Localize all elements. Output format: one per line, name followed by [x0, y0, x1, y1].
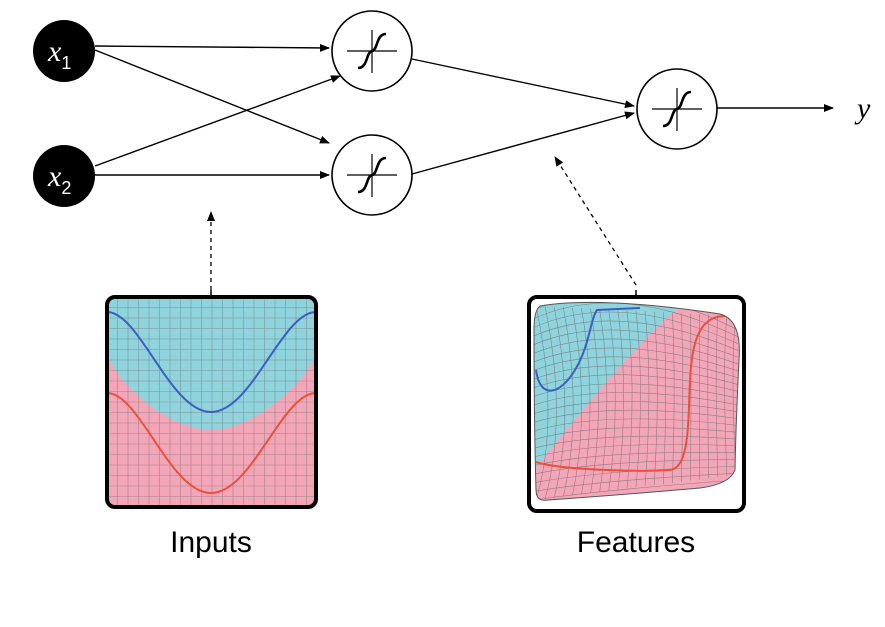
features-curve-red	[535, 315, 726, 472]
svg-text:x1: x1	[47, 35, 71, 73]
svg-text:x2: x2	[47, 160, 71, 198]
input-node-x1: x1	[33, 20, 95, 82]
inputs-curve-red	[107, 392, 316, 495]
input-x1-label: x	[47, 35, 62, 68]
features-curve-blue	[535, 307, 641, 392]
output-neuron	[636, 68, 718, 150]
features-caption: Features	[577, 526, 695, 559]
features-blue-region	[534, 302, 690, 470]
inputs-caption: Inputs	[170, 526, 252, 559]
edge-x1-h1	[94, 43, 330, 52]
inputs-panel	[105, 295, 318, 509]
input-x2-subscript: 2	[61, 178, 71, 198]
edge-h2-out	[411, 111, 635, 175]
input-x2-label: x	[47, 160, 62, 193]
features-panel	[527, 295, 746, 513]
inputs-grid	[107, 297, 316, 507]
edge-x1-h2	[94, 49, 330, 144]
inputs-curve-blue	[107, 311, 316, 414]
connections	[94, 43, 834, 179]
hidden-neuron-1	[331, 10, 413, 92]
tanh-activation-icon	[347, 154, 397, 197]
input-node-x2: x2	[33, 145, 95, 207]
dashed-pointers	[207, 156, 637, 290]
edge-x2-h1	[94, 75, 341, 167]
input-x1-subscript: 1	[61, 53, 71, 73]
tanh-activation-icon	[652, 88, 702, 131]
output-label-y: y	[854, 92, 871, 125]
edge-h1-out	[411, 58, 635, 109]
features-pointer-arrow	[554, 156, 637, 286]
hidden-neuron-2	[331, 134, 413, 216]
tanh-activation-icon	[347, 30, 397, 73]
